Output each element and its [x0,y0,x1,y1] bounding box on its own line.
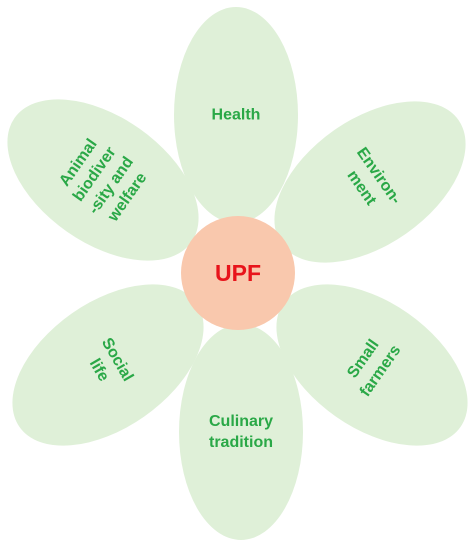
center-label: UPF [215,260,261,286]
center-node: UPF [181,216,295,330]
petal-label-line: Culinary [209,413,273,430]
petal-culinary-tradition: Culinary tradition [179,324,303,540]
petal-shape-social-life [12,284,204,446]
petal-small-farmers: Smallfarmers [276,284,468,446]
petal-social-life: Sociallife [12,284,204,446]
petal-shape-environment [274,101,466,263]
petal-shape-culinary-tradition [179,324,303,540]
petal-shape-small-farmers [276,284,468,446]
petal-health: Health [174,7,298,223]
petal-environment: Environ-ment [274,101,466,263]
center-circle [181,216,295,330]
petal-label-culinary-tradition: Culinary tradition [209,413,273,451]
petal-label-line: Health [212,107,261,124]
petal-animal-biodiversity: Animalbiodiver-sity andwelfare [7,99,199,261]
petal-label-health: Health [212,107,261,124]
petal-shape-health [174,7,298,223]
petal-label-line: tradition [209,434,273,451]
petal-shape-animal-biodiversity [7,99,199,261]
